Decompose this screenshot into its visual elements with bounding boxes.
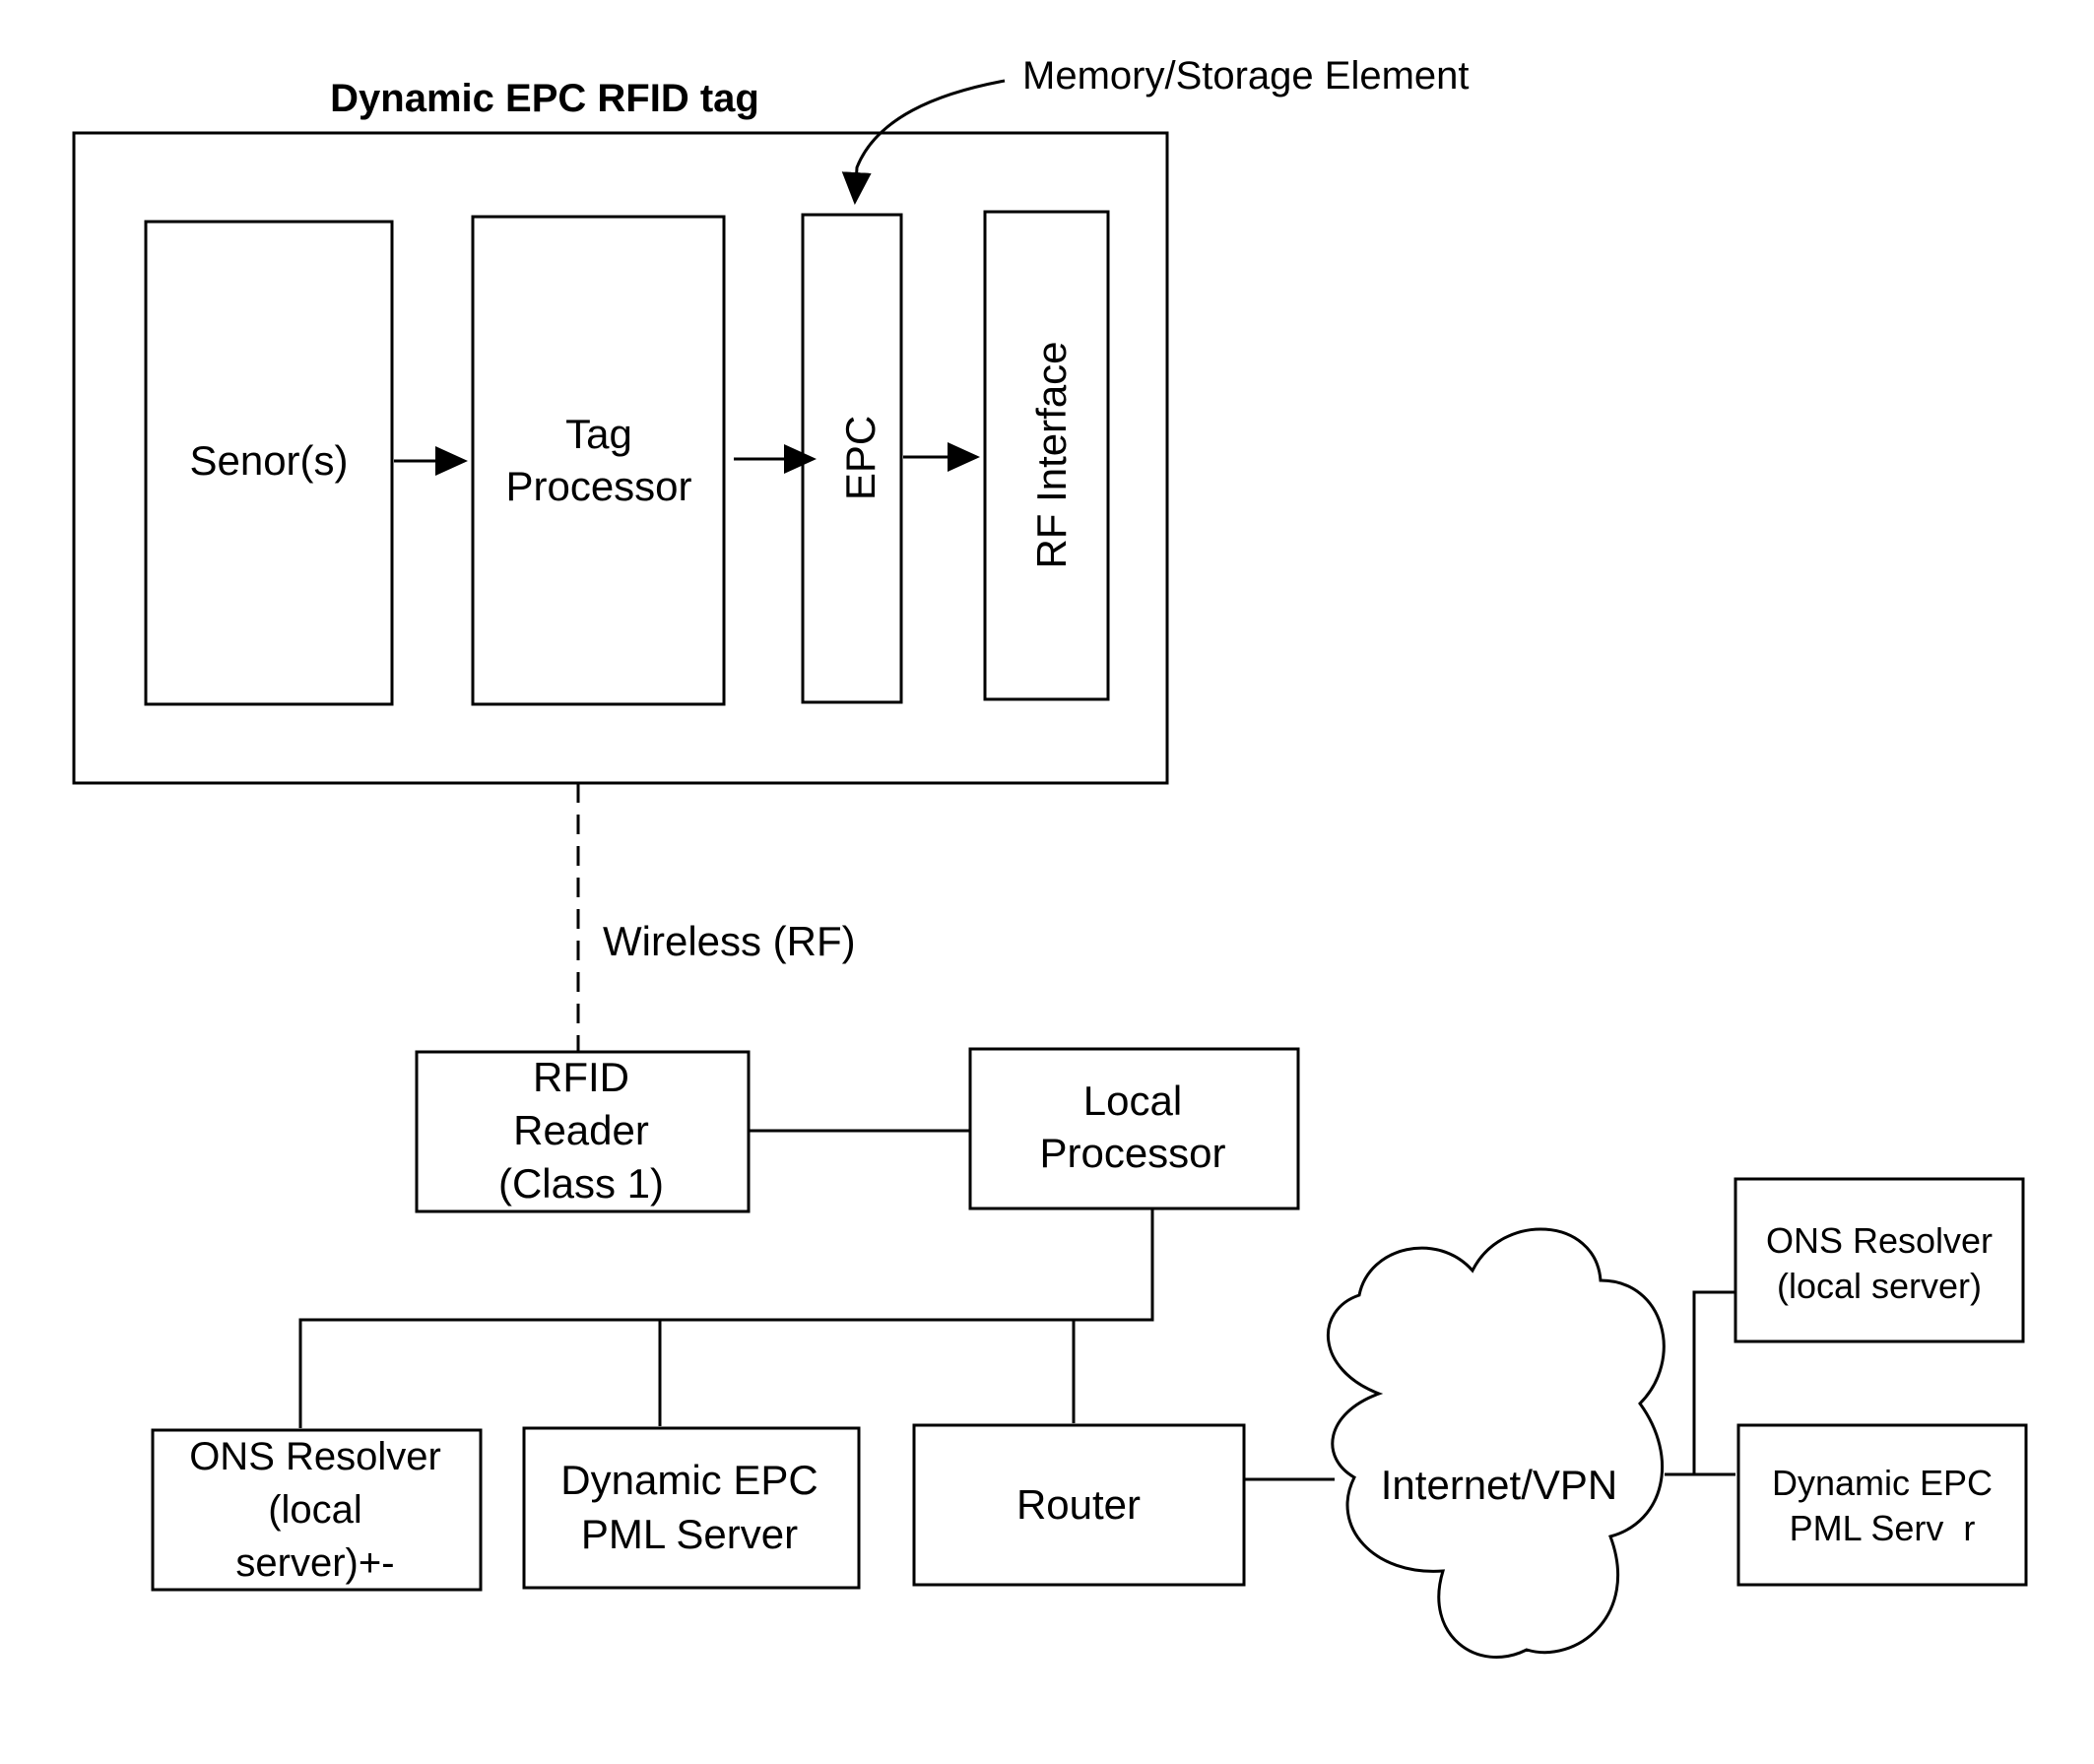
ons-local-line1: ONS Resolver [189,1435,441,1478]
pml-remote-line2: PML Serv r [1790,1508,1976,1548]
remote-branch [1694,1292,1735,1474]
memory-storage-label: Memory/Storage Element [1022,54,1470,98]
local-processor-box [970,1049,1298,1209]
ons-remote-line2: (local server) [1777,1266,1982,1306]
epc-label: EPC [837,416,883,500]
wireless-label: Wireless (RF) [603,918,856,964]
reader-line2: Reader [513,1107,649,1153]
reader-line1: RFID [533,1054,629,1100]
tag-processor-box [473,217,724,704]
rf-interface-label: RF Interface [1028,341,1075,568]
memory-callout-arrow [855,81,1005,202]
pml-remote-line1: Dynamic EPC [1772,1463,1993,1503]
pml-server-local-box [524,1428,859,1588]
pml-local-line2: PML Server [581,1511,798,1557]
router-label: Router [1016,1481,1141,1528]
internet-cloud [1328,1229,1664,1658]
pml-local-line1: Dynamic EPC [560,1457,818,1503]
internet-label: Internet/VPN [1381,1462,1617,1508]
tag-processor-line1: Tag [565,411,632,457]
sensors-label: Senor(s) [189,437,348,484]
reader-line3: (Class 1) [498,1160,664,1207]
local-processor-line2: Processor [1039,1130,1225,1176]
tag-title: Dynamic EPC RFID tag [330,77,759,120]
ons-local-line2: (local [268,1488,362,1532]
local-bus [300,1209,1152,1428]
pml-server-remote-box [1738,1425,2026,1585]
tag-processor-line2: Processor [505,463,691,509]
local-processor-line1: Local [1083,1078,1182,1124]
ons-remote-line1: ONS Resolver [1766,1220,1993,1261]
ons-local-line3: server)+- [235,1541,394,1585]
